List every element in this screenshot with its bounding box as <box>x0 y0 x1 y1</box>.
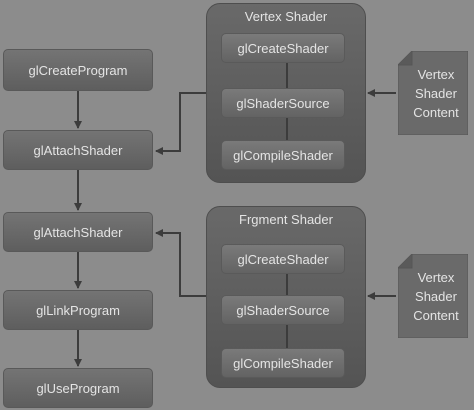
document-icon <box>398 254 468 338</box>
attach-shader-node-1: glAttachShader <box>3 130 153 170</box>
fragment-shader-source-step: glShaderSource <box>221 295 345 325</box>
arrow-vertex-group-to-attach-1 <box>155 92 206 155</box>
vertex-shader-title: Vertex Shader <box>244 9 328 24</box>
vertex-group-links <box>286 63 288 140</box>
doc-line: Vertex <box>417 67 455 82</box>
fragment-content-document: Vertex Shader Content <box>398 254 468 338</box>
doc-line: Content <box>413 308 459 323</box>
fragment-group-links <box>286 274 288 348</box>
vertex-compile-shader-step: glCompileShader <box>221 140 345 170</box>
arrow-fragment-group-to-attach-2 <box>155 229 206 297</box>
doc-line: Shader <box>415 289 457 304</box>
use-program-node: glUseProgram <box>3 368 153 408</box>
vertex-content-document: Vertex Shader Content <box>398 51 468 135</box>
fragment-shader-group: Frgment Shader glCreateShader glShaderSo… <box>206 206 366 388</box>
create-program-node: glCreateProgram <box>3 49 153 91</box>
vertex-create-shader-step: glCreateShader <box>221 33 345 63</box>
document-icon <box>398 51 468 135</box>
doc-line: Vertex <box>417 270 455 285</box>
doc-line: Shader <box>415 86 457 101</box>
doc-line: Content <box>413 105 459 120</box>
vertex-shader-group: Vertex Shader glCreateShader glShaderSou… <box>206 3 366 183</box>
fragment-shader-title: Frgment Shader <box>239 212 333 227</box>
attach-shader-node-2: glAttachShader <box>3 212 153 252</box>
fragment-create-shader-step: glCreateShader <box>221 244 345 274</box>
link-program-node: glLinkProgram <box>3 290 153 330</box>
fragment-compile-shader-step: glCompileShader <box>221 348 345 378</box>
vertex-shader-source-step: glShaderSource <box>221 88 345 118</box>
